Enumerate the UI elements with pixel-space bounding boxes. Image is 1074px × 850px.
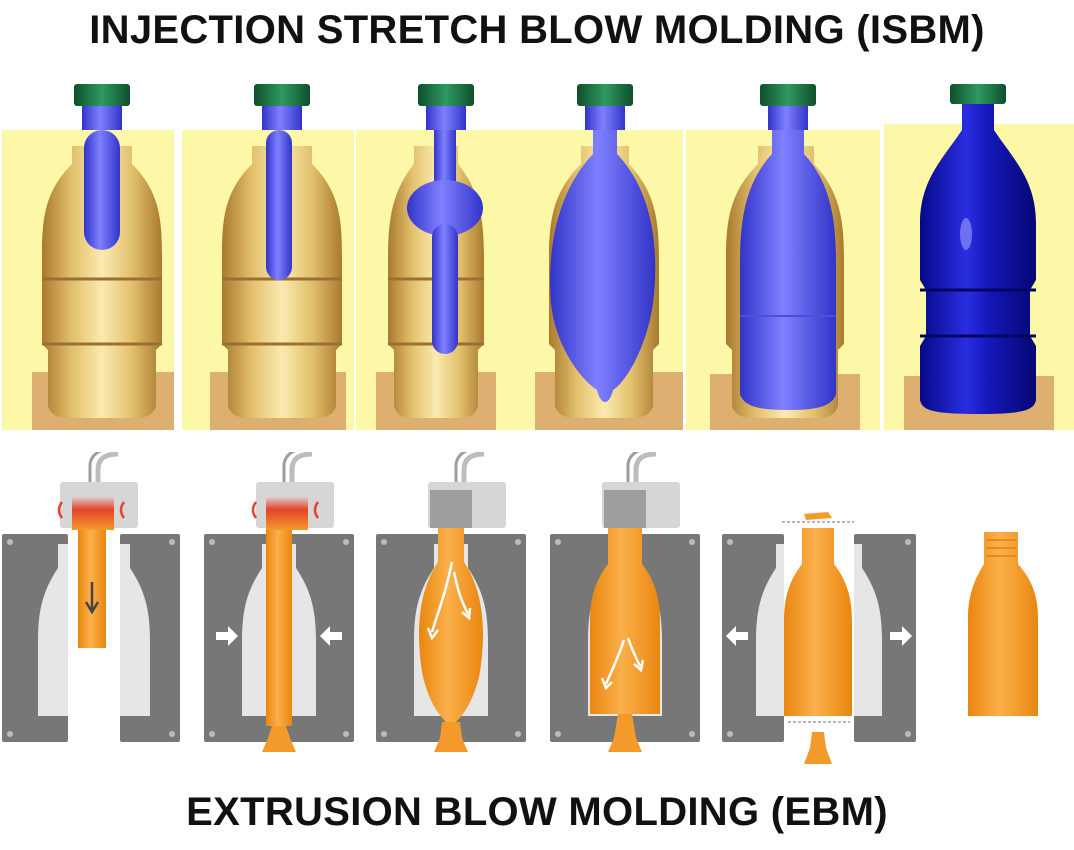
mold-half [222,146,342,418]
air-flow-arrow-icon [452,571,472,621]
inflating-parison [419,528,483,722]
stretched-preform [266,130,292,280]
arrow-left-icon [726,626,748,646]
ebm-stage-1 [2,452,180,742]
mold-cavity-right [854,544,882,716]
blow-pin [430,490,472,528]
isbm-stage-1 [2,84,174,430]
cap-icon [760,84,816,106]
air-line [282,452,296,494]
mold-bolt [515,731,521,737]
mold-bolt [515,539,521,545]
pre-blow-bubble [407,180,483,236]
inflated-parison [550,130,656,402]
mold-bolt [7,731,13,737]
air-line [95,452,119,494]
arrow-left-icon [320,626,342,646]
ebm-stage-4 [550,452,700,752]
air-line [289,452,313,494]
finished-bottle [968,532,1038,716]
arrow-right-icon [216,626,238,646]
mold-bolt [727,731,733,737]
heater-die [72,496,114,530]
mold-bolt [381,539,387,545]
arrow-down-icon [84,582,100,615]
preform-neck [262,106,302,130]
preform-neck [585,106,625,130]
cap-icon [418,84,474,106]
flash-piece [804,512,832,520]
mold-bolt [905,731,911,737]
heater-die [266,496,308,530]
cap-icon [74,84,130,106]
heat-wave-icon [57,501,126,519]
ebm-title: EXTRUSION BLOW MOLDING (EBM) [186,790,888,834]
isbm-stage-6 [884,84,1074,430]
mold-bolt [343,731,349,737]
mold-bolt [689,539,695,545]
mold-bolt [7,539,13,545]
mold-bolt [209,539,215,545]
cap-icon [254,84,310,106]
air-line [633,452,657,494]
stretched-preform [432,224,458,354]
ebm-stage-6 [968,532,1038,716]
preform-neck-tube [434,130,456,190]
mold-cavity-left [756,544,784,716]
parison-tail [608,714,642,752]
parison-tail [262,726,296,752]
isbm-title: INJECTION STRETCH BLOW MOLDING (ISBM) [89,8,985,52]
preform-neck [768,106,808,130]
mold-cavity-left [38,544,68,716]
mold-bolt [555,539,561,545]
air-flow-arrow-icon [626,637,645,673]
air-flow-arrow-icon [426,561,454,641]
air-flow-arrow-icon [600,639,626,691]
isbm-stage-5 [686,84,880,430]
mold-bolt [169,731,175,737]
formed-bottle [740,130,836,410]
mold-bolt [169,539,175,545]
bottle-ridge [920,288,1036,338]
cap-icon [950,84,1006,104]
mold-cavity-right [120,544,150,716]
ebm-stage-3 [376,452,526,752]
tail-flash [804,732,832,764]
arrow-right-icon [890,626,912,646]
parison-tail [434,722,468,752]
blow-pin [604,490,646,528]
preform-neck [426,106,466,130]
preform [84,130,120,250]
air-line [88,452,102,494]
isbm-stage-3 [356,84,506,430]
parison [266,530,292,726]
preform-neck [82,106,122,130]
ebm-stage-2 [204,452,354,752]
isbm-stage-2 [182,84,354,430]
highlight [960,218,972,250]
air-line [626,452,640,494]
mold-bolt [209,731,215,737]
mold-bolt [555,731,561,737]
mold-ridge [42,277,162,346]
ebm-stage-5 [722,512,916,764]
ejected-bottle [784,528,852,716]
isbm-stage-4 [505,84,683,430]
mold-bolt [727,539,733,545]
air-line [461,452,485,494]
mold-half [42,146,162,418]
mold-bolt [381,731,387,737]
bottle-thread [986,539,1016,557]
mold-bolt [905,539,911,545]
cap-icon [577,84,633,106]
air-line [454,452,468,494]
heat-wave-icon [251,501,320,519]
mold-bolt [689,731,695,737]
mold-bolt [343,539,349,545]
